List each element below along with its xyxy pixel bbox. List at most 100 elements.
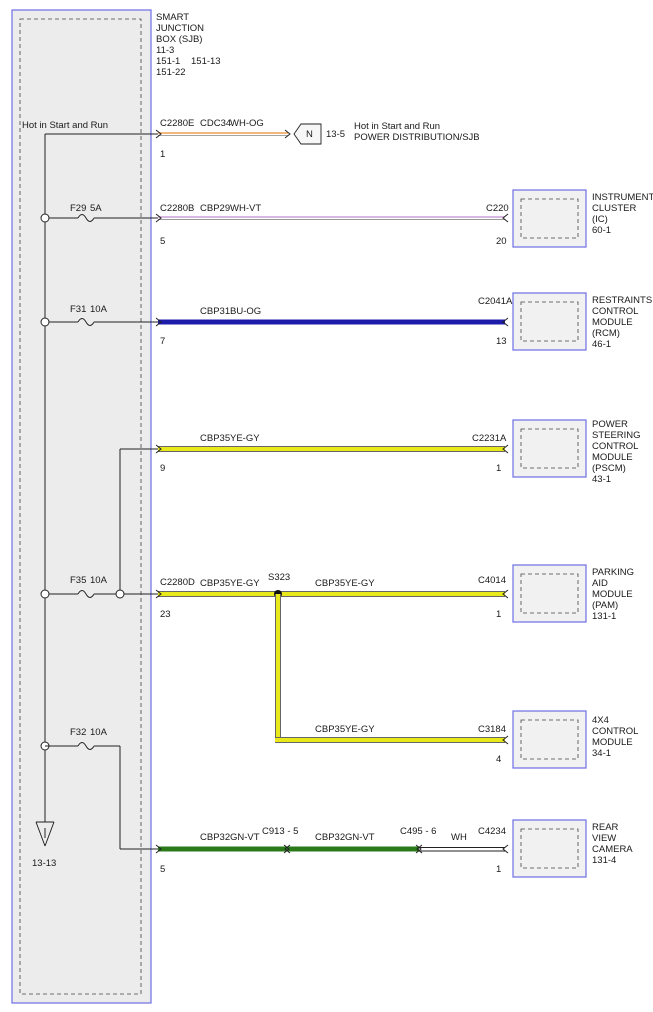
connector-label: C220 [486, 203, 509, 214]
fuse-id: F29 [70, 203, 86, 214]
wire-id: CBP29 [200, 203, 230, 214]
pin-number: 20 [496, 236, 507, 247]
fuse-rating: 10A [90, 727, 108, 738]
module-label: 34-1 [592, 748, 611, 759]
fuse-f29-icon [77, 214, 95, 222]
wire-color: WH-VT [230, 203, 261, 214]
wire-id: CDC34 [200, 118, 231, 129]
module-label: CAMERA [592, 844, 633, 855]
ground-ref: 13-13 [32, 858, 56, 869]
module-label: MODULE [592, 452, 633, 463]
module-label: INSTRUMENT [592, 192, 653, 203]
module-label: CONTROL [592, 306, 638, 317]
pin-number: 1 [496, 463, 501, 474]
module-pam: PARKING AID MODULE (PAM) 131-1 [512, 564, 634, 623]
pin-number: 13 [496, 336, 507, 347]
wire-color: GN-VT [230, 832, 260, 843]
sjb-title: SMART JUNCTION BOX (SJB) 11-3 151-1 151-… [156, 12, 221, 78]
connector-label: C2280E [160, 118, 194, 129]
module-label: (PSCM) [592, 463, 626, 474]
wire-color: GN-VT [345, 832, 375, 843]
pin-number: 1 [496, 864, 501, 875]
module-label: POWER [592, 419, 628, 430]
inline-connector-label: C913 - 5 [262, 826, 298, 837]
module-label: MODULE [592, 317, 633, 328]
destination-label: Hot in Start and Run [354, 121, 440, 132]
module-label: (PAM) [592, 600, 618, 611]
module-ic: INSTRUMENT CLUSTER (IC) 60-1 [512, 189, 653, 248]
terminal-letter: N [306, 129, 313, 140]
fuse-rating: 5A [90, 203, 102, 214]
sjb-title-line: 11-3 [156, 45, 174, 56]
fuse-id: F31 [70, 304, 86, 315]
wire-color: WH [451, 832, 467, 843]
wire-id: CBP35 [200, 433, 230, 444]
module-label: 46-1 [592, 339, 611, 350]
wire-color: YE-GY [345, 724, 375, 735]
circuit-4x4: CBP35 YE-GY C3184 4 [275, 594, 509, 765]
module-label: 131-1 [592, 611, 616, 622]
wire-id: CBP35 [315, 578, 345, 589]
connector-label: C2280B [160, 203, 194, 214]
module-label: AID [592, 578, 608, 589]
module-label: (RCM) [592, 328, 620, 339]
module-label: MODULE [592, 589, 633, 600]
module-label: PARKING [592, 567, 634, 578]
sjb-title-line: JUNCTION [156, 23, 204, 34]
module-label: 60-1 [592, 225, 611, 236]
destination-label: POWER DISTRIBUTION/SJB [354, 132, 480, 143]
module-label: 43-1 [592, 474, 611, 485]
wire-id: CBP35 [200, 578, 230, 589]
ground-symbol [35, 821, 55, 847]
wire-color: YE-GY [230, 433, 260, 444]
fuse-id: F35 [70, 575, 86, 586]
pin-number: 5 [160, 236, 165, 247]
fuse-f31-icon [77, 318, 95, 326]
circuit-ic: F29 5A C2280B CBP29 WH-VT 5 C220 20 [40, 203, 509, 247]
wire-color: YE-GY [345, 578, 375, 589]
connector-label: C2041A [478, 296, 513, 307]
connector-label: C3184 [478, 724, 506, 735]
module-label: MODULE [592, 737, 633, 748]
connector-label: C2280D [160, 577, 195, 588]
fuse-f32-icon [77, 742, 95, 750]
module-label: CLUSTER [592, 203, 636, 214]
wire-color: YE-GY [230, 578, 260, 589]
sjb-title-line: SMART [156, 12, 189, 23]
sjb-box [11, 9, 152, 1004]
module-label: (IC) [592, 214, 608, 225]
pin-number: 9 [160, 463, 165, 474]
wire-color: WH-OG [230, 118, 264, 129]
module-label: CONTROL [592, 441, 638, 452]
wire-id: CBP32 [315, 832, 345, 843]
wire-id: CBP32 [200, 832, 230, 843]
circuit-rcm: F31 10A CBP31 BU-OG 7 C2041A 13 [40, 296, 513, 347]
pin-number: 1 [160, 149, 165, 160]
circuit-pam: F35 10A C2280D CBP35 YE-GY 23 S323 CBP35… [40, 572, 509, 620]
pin-number: 1 [496, 609, 501, 620]
sjb-title-line: 151-22 [156, 67, 186, 78]
fuse-rating: 10A [90, 575, 108, 586]
module-pscm: POWER STEERING CONTROL MODULE (PSCM) 43-… [512, 419, 641, 485]
fuse-id: F32 [70, 727, 86, 738]
wire-id: CBP31 [200, 306, 230, 317]
circuit-pscm: CBP35 YE-GY 9 C2231A 1 [119, 433, 509, 594]
pin-number: 23 [160, 609, 171, 620]
fuse-rating: 10A [90, 304, 108, 315]
module-label: STEERING [592, 430, 641, 441]
circuit-camera: F32 10A CBP32 GN-VT 5 C913 - 5 CBP32 GN-… [40, 727, 509, 875]
wire-color: BU-OG [230, 306, 261, 317]
terminal-ref: 13-5 [326, 129, 345, 140]
module-label: RESTRAINTS [592, 295, 652, 306]
module-label: CONTROL [592, 726, 638, 737]
module-camera: REAR VIEW CAMERA 131-4 [512, 819, 633, 878]
sjb-title-line: 151-1 [156, 56, 180, 67]
module-4x4: 4X4 CONTROL MODULE 34-1 [512, 710, 638, 769]
fuse-f35-icon [77, 590, 95, 598]
wire-id: CBP35 [315, 724, 345, 735]
pin-number: 4 [496, 754, 501, 765]
connector-label: C2231A [472, 433, 507, 444]
module-label: REAR [592, 822, 619, 833]
